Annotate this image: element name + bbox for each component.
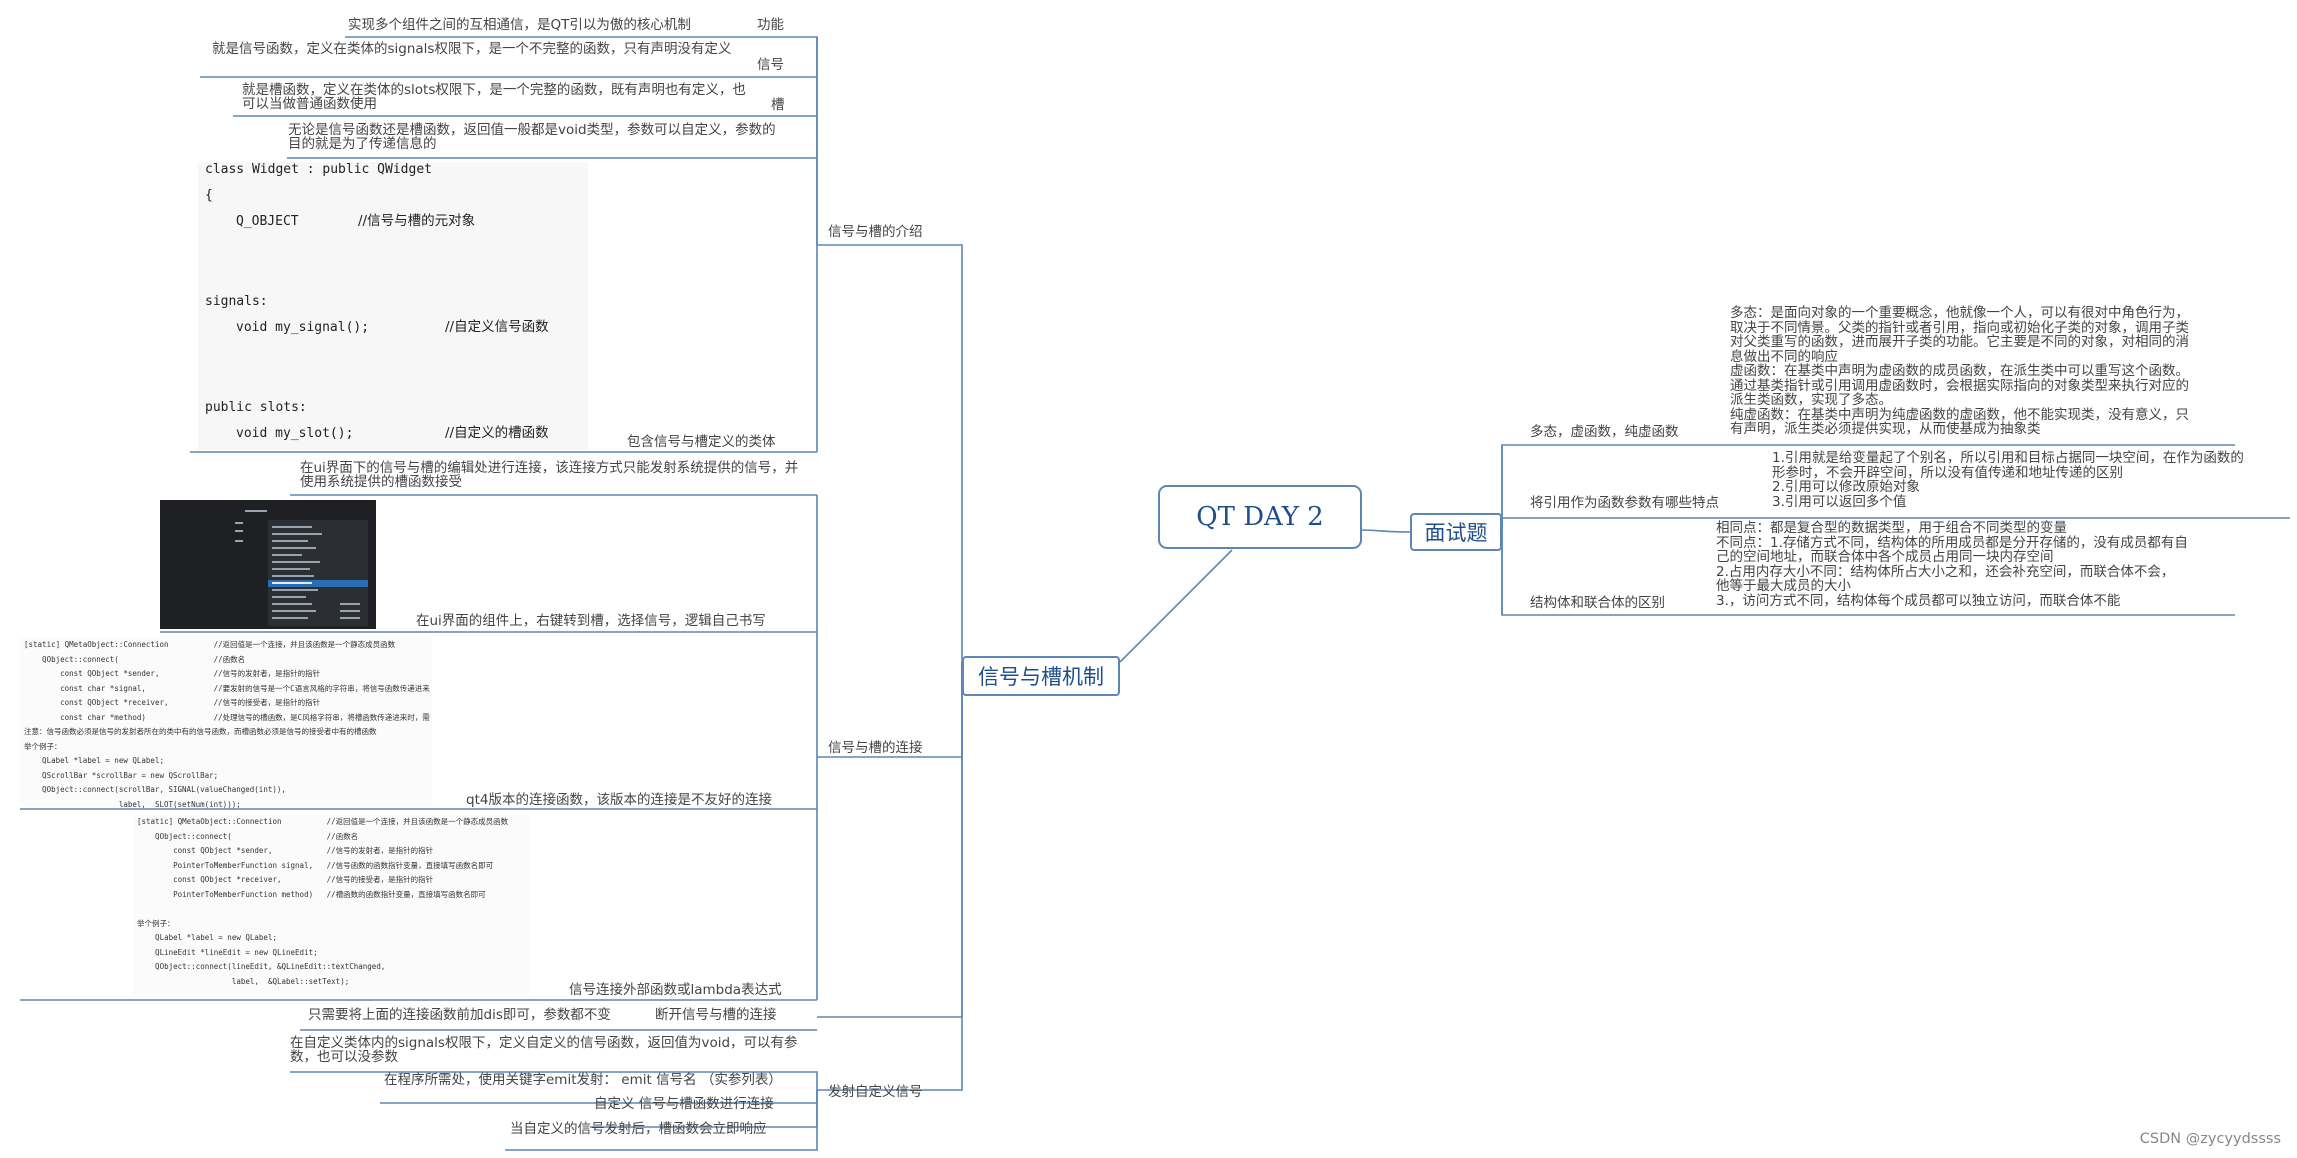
answer-line: 己的空间地址，而联合体中各个成员占用同一块内存空间 (1716, 549, 2054, 565)
code-comment-slot: //自定义的槽函数 (445, 425, 549, 441)
code-comment-signal: //自定义信号函数 (445, 319, 549, 335)
interview-label-struct-union[interactable]: 结构体和联合体的区别 (1530, 595, 1665, 611)
qt5-code-line: QObject::connect(lineEdit, &QLineEdit::t… (137, 962, 386, 971)
custom-item-define: 在自定义类体内的signals权限下，定义自定义的信号函数，返回值为void，可… (290, 1035, 798, 1065)
answer-line: 虚函数：在基类中声明为虚函数的成员函数，在派生类中可以重写这个函数。 (1730, 363, 2189, 379)
qt5-code-line: const QObject *receiver, //信号的接受者，是指针的指针 (137, 875, 434, 884)
answer-line: 2.引用可以修改原始对象 (1772, 479, 1920, 495)
subtopic-intro[interactable]: 信号与槽的介绍 (828, 224, 923, 240)
interview-answer-reference: 1.引用就是给变量起了个别名，所以引用和目标占据同一块空间，在作为函数的 形参时… (1772, 451, 2292, 509)
subtopic-connect[interactable]: 信号与槽的连接 (828, 740, 923, 756)
qt4-code-line: QLabel *label = new QLabel; (24, 756, 164, 765)
qt4-connect-code-block (20, 638, 432, 806)
answer-line: 2.占用内存大小不同：结构体所占大小之和，还会补充空间，而联合体不会， (1716, 563, 2175, 580)
intro-tag-signal[interactable]: 信号 (757, 57, 784, 73)
code-comment-qobject: //信号与槽的元对象 (358, 213, 476, 229)
connect-item-lambda: 信号连接外部函数或lambda表达式 (569, 982, 782, 998)
answer-line: 有声明，派生类必须提供实现，从而使基成为抽象类 (1730, 421, 2041, 437)
answer-line: 纯虚函数：在基类中声明为纯虚函数的虚函数，他不能实现类，没有意义，只 (1730, 406, 2189, 423)
qt-creator-screenshot (160, 500, 376, 629)
answer-line: 3.引用可以返回多个值 (1772, 493, 1907, 510)
custom-item-respond: 当自定义的信号发射后，槽函数会立即响应 (510, 1121, 767, 1137)
custom-item-emit: 在程序所需处，使用关键字emit发射： emit 信号名 （实参列表） (384, 1072, 782, 1088)
qt4-code-line: const char *signal, //要发射的信号是一个C语言风格的字符串… (24, 683, 430, 693)
answer-line: 息做出不同的响应 (1730, 348, 1838, 365)
watermark: CSDN @zycyydssss (2139, 1131, 2281, 1147)
qt5-code-text: [static] QMetaObject::Connection //返回值是一… (137, 815, 529, 989)
intro-item-return: 无论是信号函数还是槽函数，返回值一般都是void类型，参数可以自定义，参数的目的… (288, 122, 776, 152)
code-line-brace: { (205, 188, 213, 203)
interview-answer-polymorphism: 多态：是面向对象的一个重要概念，他就像一个人，可以有很对中角色行为， 取决于不同… (1730, 306, 2235, 437)
interview-answer-struct-union: 相同点：都是复合型的数据类型，用于组合不同类型的变量 不同点：1.存储方式不同，… (1716, 521, 2236, 608)
code-line-qobject: Q_OBJECT (236, 214, 299, 229)
qt5-code-line: PointerToMemberFunction signal, //信号函数的函… (137, 860, 494, 870)
disconnect-text: 只需要将上面的连接函数前加dis即可，参数都不变 (308, 1007, 611, 1023)
qt4-code-line: QScrollBar *scrollBar = new QScrollBar; (24, 770, 219, 780)
answer-line: 通过基类指针或引用调用虚函数时，会根据实际指向的对象类型来执行对应的 (1730, 377, 2189, 394)
interview-label-polymorphism[interactable]: 多态，虚函数，纯虚函数 (1530, 424, 1679, 440)
answer-line: 3.，访问方式不同，结构体每个成员都可以独立访问，而联合体不能 (1716, 592, 2121, 609)
qt5-code-line: QLabel *label = new QLabel; (137, 933, 277, 942)
connect-item-right-click: 在ui界面的组件上，右键转到槽，选择信号，逻辑自己书写 (416, 613, 766, 629)
class-code-block (198, 162, 588, 450)
qt4-code-line: label, SLOT(setNum(int))); (24, 799, 241, 809)
code-line-my-signal: void my_signal(); (236, 320, 370, 335)
answer-line: 对父类重写的函数，进而展开子类的功能。它主要是不同的对象，对相同的消 (1730, 334, 2189, 350)
code-line-public-slots: public slots: (205, 400, 307, 415)
qt4-code-text: [static] QMetaObject::Connection //返回值是一… (24, 638, 432, 812)
qt4-code-line: const QObject *sender, //信号的发射者，是指针的指针 (24, 669, 321, 678)
code-line-signals: signals: (205, 294, 268, 309)
subtopic-custom-signal[interactable]: 发射自定义信号 (828, 1084, 923, 1100)
code-line-class: class Widget : public QWidget (205, 162, 432, 177)
answer-line: 多态：是面向对象的一个重要概念，他就像一个人，可以有很对中角色行为， (1730, 305, 2189, 321)
qt5-code-line: PointerToMemberFunction method) //槽函数的函数… (137, 889, 486, 899)
connect-item-qt4: qt4版本的连接函数，该版本的连接是不友好的连接 (466, 792, 772, 808)
main-topic-interview[interactable]: 面试题 (1410, 513, 1502, 551)
answer-line: 他等于最大成员的大小 (1716, 578, 1851, 594)
intro-code-label[interactable]: 包含信号与槽定义的类体 (627, 434, 776, 450)
qt5-code-line: QObject::connect( //函数名 (137, 831, 359, 841)
qt4-code-line: const char *method) //处理信号的槽函数，是C风格字符串，将… (24, 712, 430, 722)
qt4-code-line: QObject::connect(scrollBar, SIGNAL(value… (24, 785, 286, 794)
main-topic-signal-slot[interactable]: 信号与槽机制 (962, 656, 1120, 696)
qt4-code-line: QObject::connect( //函数名 (24, 654, 246, 664)
intro-tag-function[interactable]: 功能 (757, 17, 784, 33)
qt5-code-line: label, &QLabel::setText); (137, 976, 350, 986)
intro-item-slot: 就是槽函数，定义在类体的slots权限下，是一个完整的函数，既有声明也有定义，也… (242, 82, 746, 112)
qt4-code-line: [static] QMetaObject::Connection //返回值是一… (24, 640, 396, 649)
intro-item-function: 实现多个组件之间的互相通信，是QT引以为傲的核心机制 (348, 17, 691, 33)
answer-line: 取决于不同情景。父类的指针或者引用，指向或初始化子类的对象，调用子类 (1730, 319, 2189, 336)
intro-item-signal: 就是信号函数，定义在类体的signals权限下，是一个不完整的函数，只有声明没有… (212, 41, 732, 57)
qt5-connect-code-block (133, 815, 529, 995)
interview-label-reference[interactable]: 将引用作为函数参数有哪些特点 (1530, 495, 1719, 511)
answer-line: 相同点：都是复合型的数据类型，用于组合不同类型的变量 (1716, 520, 2067, 536)
custom-item-connect: 自定义 信号与槽函数进行连接 (594, 1096, 774, 1112)
qt4-code-line: 举个例子： (24, 741, 62, 751)
qt4-code-line: const QObject *receiver, //信号的接受者，是指针的指针 (24, 698, 321, 707)
qt5-code-line: 举个例子： (137, 918, 175, 928)
qt5-code-line: [static] QMetaObject::Connection //返回值是一… (137, 817, 509, 826)
qt4-code-line: 注意：信号函数必须是信号的发射者所在的类中有的信号函数，而槽函数必须是信号的接受… (24, 727, 377, 736)
answer-line: 派生类函数，实现了多态。 (1730, 392, 1892, 408)
qt5-code-line: QLineEdit *lineEdit = new QLineEdit; (137, 947, 318, 957)
context-menu-image (160, 500, 376, 629)
root-topic[interactable]: QT DAY 2 (1158, 485, 1362, 549)
answer-line: 1.引用就是给变量起了个别名，所以引用和目标占据同一块空间，在作为函数的 (1772, 450, 2244, 466)
intro-tag-slot[interactable]: 槽 (771, 97, 785, 113)
code-line-my-slot: void my_slot(); (236, 426, 354, 441)
answer-line: 不同点：1.存储方式不同，结构体的所用成员都是分开存储的，没有成员都有自 (1716, 534, 2188, 551)
answer-line: 形参时，不会开辟空间，所以没有值传递和地址传递的区别 (1772, 464, 2123, 481)
connect-item-ui-editor: 在ui界面下的信号与槽的编辑处进行连接，该连接方式只能发射系统提供的信号，并使用… (300, 460, 799, 490)
qt5-code-line: const QObject *sender, //信号的发射者，是指针的指针 (137, 846, 434, 855)
subtopic-disconnect[interactable]: 断开信号与槽的连接 (655, 1007, 777, 1023)
